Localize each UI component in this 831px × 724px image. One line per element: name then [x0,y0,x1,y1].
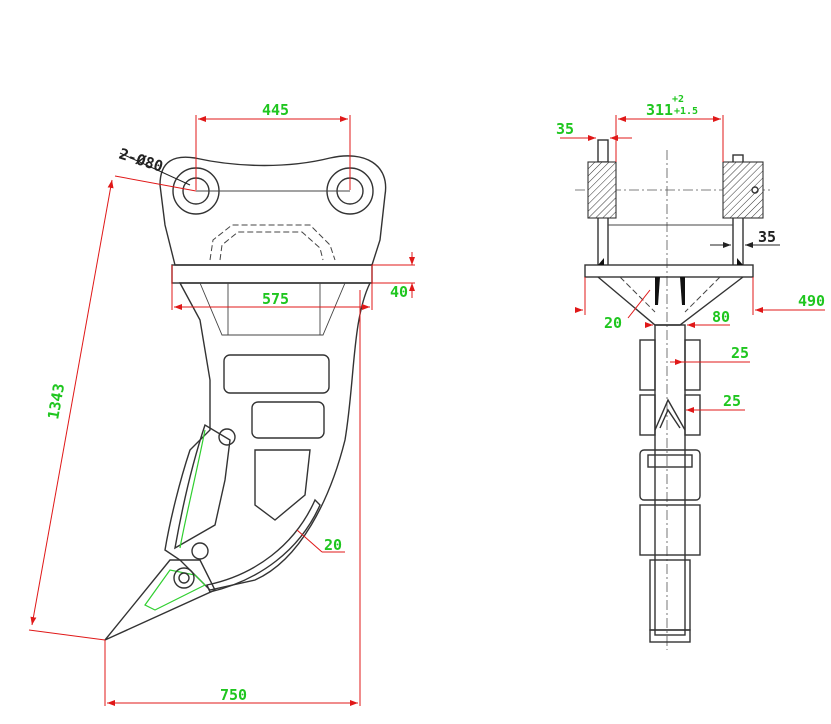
dim-shank-width: 80 [712,308,730,326]
shank-body [164,282,372,591]
dim-shank-lower: 25 [723,392,741,410]
dim-plate-width: 575 [262,290,289,308]
dim-base-width: 490 [798,292,825,310]
dim-lug-width: 35 [556,120,574,138]
top-plate [171,264,373,284]
hidden-profile [209,224,336,261]
boss-left [587,161,617,219]
cutout-3 [254,449,311,521]
dim-plate-thickness: 40 [390,283,408,301]
dim-overall-width: 750 [220,686,247,704]
wear-plate [206,498,321,593]
side-view: 445 2-Ø80 575 40 1343 750 20 [28,101,415,706]
dim-bracket-width: 311 [646,101,673,119]
dim-wear-plate: 20 [324,536,342,554]
dim-gusset: 20 [604,314,622,332]
dim-overall-height: 1343 [44,382,68,421]
cutout-2 [251,401,325,439]
dim-lug-gap: 35 [758,228,776,246]
dim-bracket-tol-upper: +2 [672,94,684,105]
cutout-1 [223,354,330,394]
tooth-adapter [174,423,231,550]
front-top-plate [584,264,754,278]
front-shank [654,324,686,636]
boss-right [722,161,764,219]
ripper-tip [104,559,216,641]
dim-pin-spacing: 445 [262,101,289,119]
tip-green [144,569,207,611]
front-view: 311 +2 +1.5 35 35 490 20 80 25 25 [556,94,825,650]
bracket-outline [159,155,387,266]
dim-bracket-tol-lower: +1.5 [674,106,698,117]
dim-shank-upper: 25 [731,344,749,362]
label-pin-holes: 2-Ø80 [117,145,166,176]
